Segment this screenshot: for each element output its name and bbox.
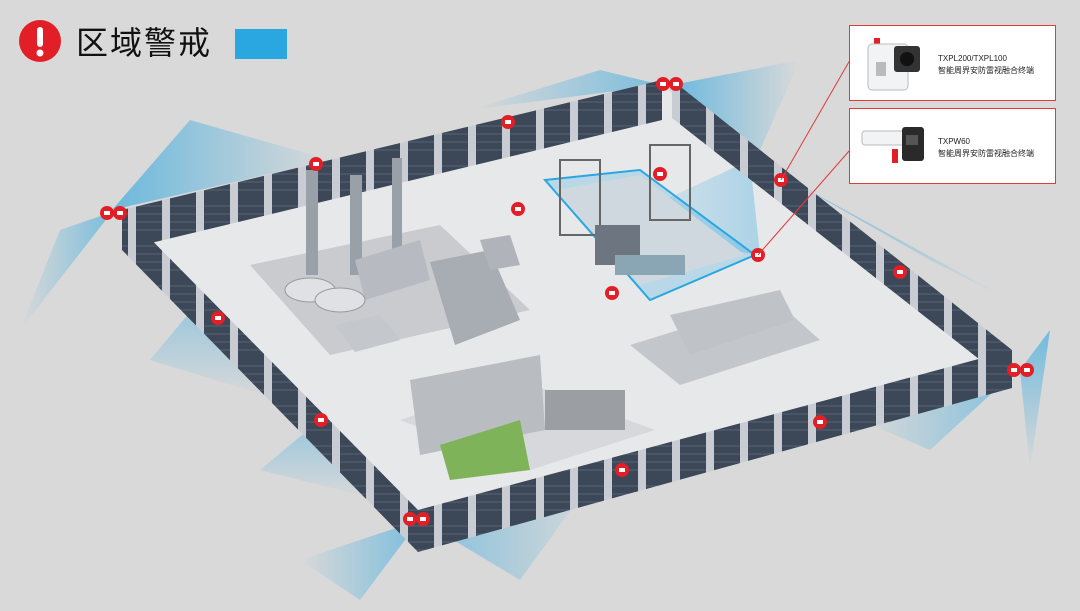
camera-marker[interactable]	[813, 415, 827, 429]
warning-zone	[470, 70, 662, 110]
camera-marker[interactable]	[656, 77, 670, 91]
device-description: 智能周界安防雷视融合终端	[938, 66, 1034, 75]
equipment	[615, 255, 685, 275]
substation-pad	[555, 175, 745, 285]
camera-marker[interactable]	[1007, 363, 1021, 377]
warning-zone	[672, 60, 800, 150]
chimney	[392, 158, 402, 250]
camera-marker[interactable]	[416, 512, 430, 526]
page-title: 区域警戒	[76, 24, 213, 62]
camera-marker[interactable]	[100, 206, 114, 220]
camera-marker[interactable]	[669, 77, 683, 91]
chimney	[350, 175, 362, 275]
chimney	[306, 170, 318, 275]
building	[480, 235, 520, 270]
container-building	[630, 290, 820, 385]
camera-marker[interactable]	[501, 115, 515, 129]
container	[670, 290, 795, 355]
building	[335, 315, 400, 352]
header: 区域警戒	[18, 18, 212, 64]
camera-marker[interactable]	[314, 413, 328, 427]
device-card-txpl[interactable]: TXPL200/TXPL100 智能周界安防雷视融合终端	[849, 25, 1056, 101]
wall-south	[418, 350, 1012, 552]
warning-zone	[300, 520, 420, 600]
camera-marker[interactable]	[653, 167, 667, 181]
generator-room	[545, 390, 625, 430]
warning-zone	[112, 120, 330, 210]
camera-marker[interactable]	[511, 202, 525, 216]
camera-marker[interactable]	[605, 286, 619, 300]
camera-marker[interactable]	[403, 512, 417, 526]
camera-marker[interactable]	[211, 311, 225, 325]
tank	[314, 287, 366, 313]
building	[430, 250, 520, 345]
wall-east	[672, 80, 1012, 385]
gantry	[559, 159, 601, 236]
camera-marker[interactable]	[1020, 363, 1034, 377]
camera-marker[interactable]	[309, 157, 323, 171]
exclamation-icon	[19, 20, 61, 62]
legend-swatch	[235, 29, 287, 59]
office-building	[400, 355, 655, 480]
warning-zone	[790, 180, 1010, 300]
device-card-txpw[interactable]: TXPW60 智能周界安防雷视融合终端	[849, 108, 1056, 184]
device-description: 智能周界安防雷视融合终端	[938, 149, 1034, 158]
warning-zone	[1020, 330, 1050, 470]
leader-line	[757, 149, 851, 256]
building	[355, 240, 430, 300]
camera-marker[interactable]	[893, 265, 907, 279]
camera-radar-device-icon	[867, 38, 920, 91]
camera-marker[interactable]	[615, 463, 629, 477]
wall-west	[122, 210, 418, 552]
device-model: TXPL200/TXPL100	[938, 54, 1007, 63]
device-model: TXPW60	[938, 137, 971, 146]
substation	[555, 144, 745, 285]
power-plant	[250, 158, 530, 355]
gantry	[649, 144, 691, 221]
warning-zone	[20, 212, 112, 330]
lawn	[440, 420, 530, 480]
camera-marker[interactable]	[113, 206, 127, 220]
bullet-camera-device-icon	[861, 127, 924, 163]
leader-line	[780, 59, 851, 181]
